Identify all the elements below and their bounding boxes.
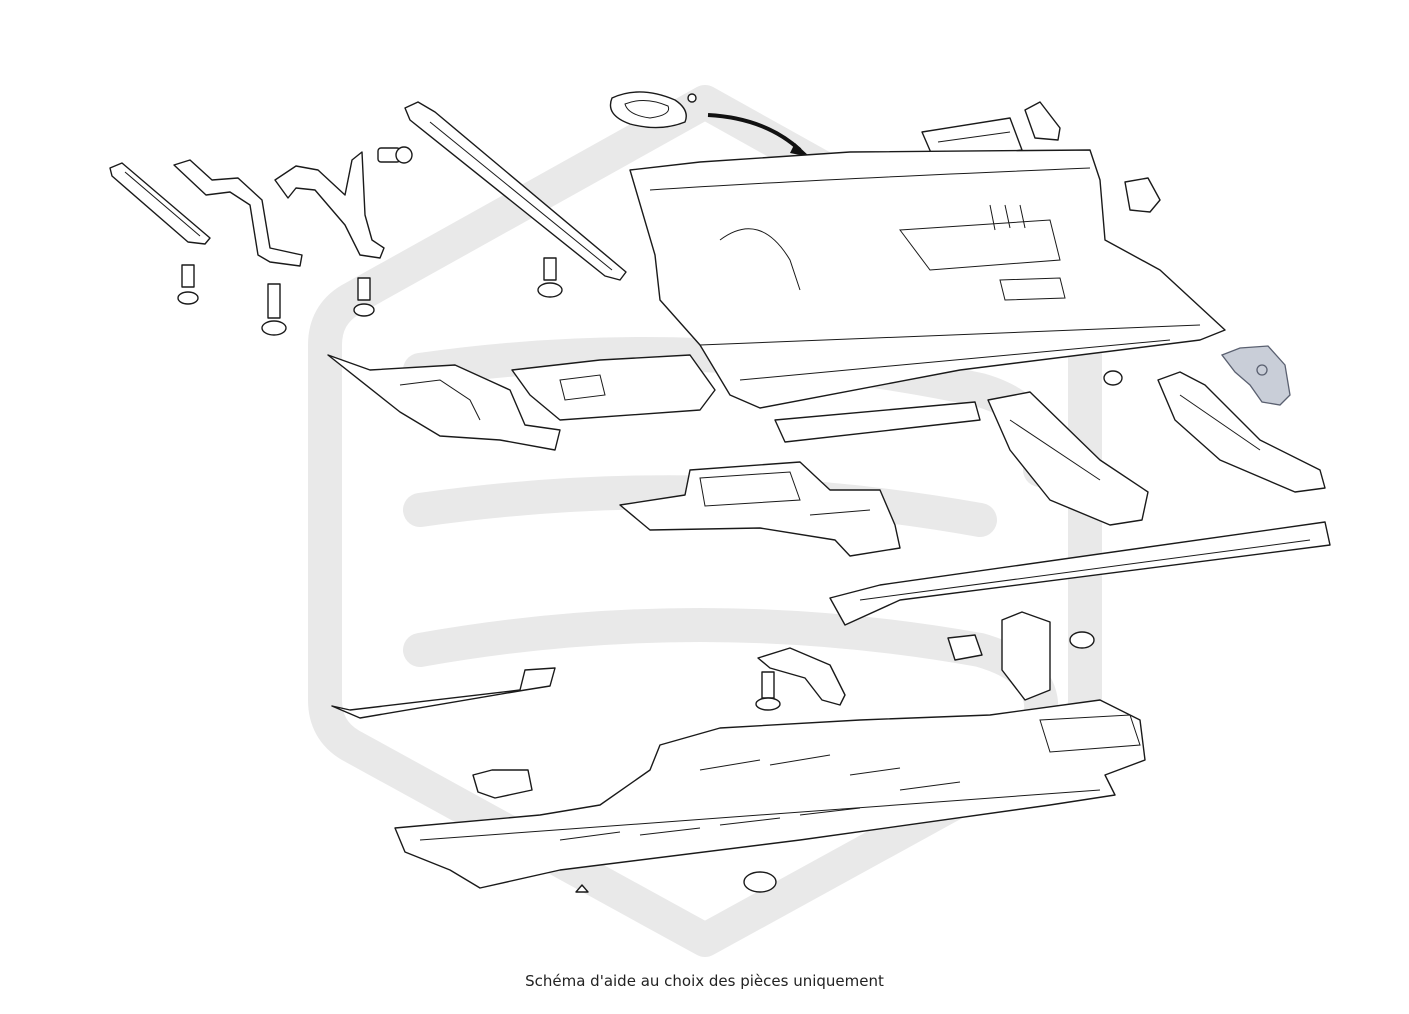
rubber-grommet [609,91,697,129]
seat-crossmember-panel [511,354,716,421]
diagram-caption: Schéma d'aide au choix des pièces unique… [525,972,884,990]
rear-bracket-stepped [173,159,303,267]
grommet-underbody [743,871,777,893]
clip-small-bottom [947,634,983,661]
reinforcement-strip [774,401,981,443]
clip-left-bottom [472,769,533,799]
assembly-arrowhead [790,143,810,157]
rear-side-member-far-right [1157,371,1326,493]
mount-right-top [1124,177,1161,213]
assembly-arrow [707,113,802,152]
vertical-bracket [1001,611,1051,701]
sill-rail [829,521,1331,626]
rear-bracket-curved [274,151,385,259]
clip-bracket-top [1024,101,1061,141]
center-floor-section [619,461,901,557]
rear-bracket-left [109,162,211,245]
grommet-bottom-right [1069,631,1095,649]
small-grommet-right [1103,370,1123,386]
rear-floor-pan [629,149,1226,409]
bolts [177,146,781,711]
underbody-panel [394,699,1146,889]
bracket-center-bottom [757,647,846,706]
rear-side-member-right [987,391,1149,526]
long-strap-bar [404,101,627,281]
wheel-arch-panel-left [327,354,561,451]
brace-bar-long [331,667,556,719]
clip-tiny [575,884,589,893]
highlighted-bracket-part [1220,345,1291,406]
